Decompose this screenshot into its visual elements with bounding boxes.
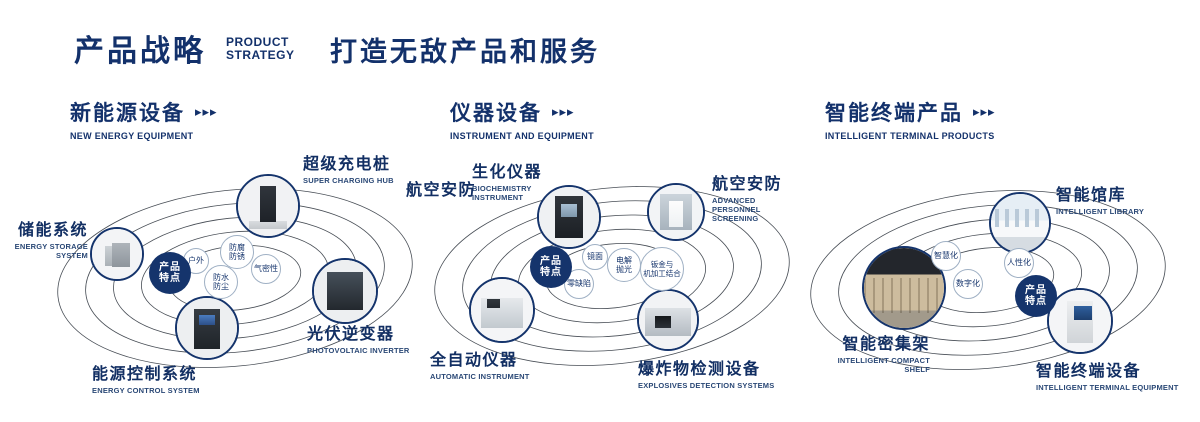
page-tagline: 打造无敌产品和服务 xyxy=(330,37,600,67)
label-personnel-screening: 航空安防 ADVANCED PERSONNEL SCREENING xyxy=(712,176,783,223)
product-circle-explosives-detection xyxy=(637,289,699,351)
feature-bubble: 防腐防锈 xyxy=(220,235,254,269)
product-circle-pv-inverter xyxy=(312,258,378,324)
product-circle-terminal-equipment xyxy=(1047,288,1113,354)
label-compact-shelf: 智能密集架 INTELLIGENT COMPACT SHELF xyxy=(837,336,930,374)
section-title: 仪器设备 xyxy=(450,102,542,125)
feature-bubble: 防水防尘 xyxy=(204,265,238,299)
product-circle-energy-storage xyxy=(90,227,144,281)
feature-bubble: 钣金与机加工结合 xyxy=(640,247,684,291)
page-title: 产品战略 xyxy=(74,35,206,68)
label-intelligent-library: 智能馆库 INTELLIGENT LIBRARY xyxy=(1056,187,1145,216)
label-aviation-security: 航空安防 xyxy=(406,182,477,199)
section-header-intelligent: 智能终端产品 ▸▸▸ INTELLIGENT TERMINAL PRODUCTS xyxy=(825,97,996,141)
triple-arrow-icon: ▸▸▸ xyxy=(973,104,996,119)
product-circle-personnel-screening xyxy=(647,183,705,241)
section-title: 智能终端产品 xyxy=(825,102,963,125)
feature-bubble: 智慧化 xyxy=(931,241,961,271)
feature-bubble: 零缺陷 xyxy=(564,269,594,299)
page-title-en-line1: PRODUCT xyxy=(226,35,289,49)
explosives-detection-photo xyxy=(639,291,697,349)
biochemistry-photo xyxy=(539,187,599,247)
label-super-charger: 超级充电桩 SUPER CHARGING HUB xyxy=(303,156,394,185)
section-header-instrument: 仪器设备 ▸▸▸ INSTRUMENT AND EQUIPMENT xyxy=(450,97,594,141)
features-badge: 产品特点 xyxy=(1015,275,1057,317)
energy-control-photo xyxy=(177,298,237,358)
intelligent-library-photo xyxy=(991,194,1049,252)
super-charger-photo xyxy=(238,176,298,236)
label-automatic-instrument: 全自动仪器 AUTOMATIC INSTRUMENT xyxy=(430,352,530,381)
compact-shelf-photo xyxy=(864,248,944,328)
orbit-rings-instrument xyxy=(434,186,790,366)
feature-bubble: 气密性 xyxy=(251,254,281,284)
label-pv-inverter: 光伏逆变器 PHOTOVOLTAIC INVERTER xyxy=(307,326,410,355)
product-circle-intelligent-library xyxy=(989,192,1051,254)
section-subtitle: NEW ENERGY EQUIPMENT xyxy=(70,131,194,141)
label-explosives-detection: 爆炸物检测设备 EXPLOSIVES DETECTION SYSTEMS xyxy=(638,361,775,390)
feature-bubble: 电解抛光 xyxy=(607,248,641,282)
page-title-en: PRODUCT STRATEGY xyxy=(226,36,294,62)
product-circle-biochemistry xyxy=(537,185,601,249)
feature-bubble: 人性化 xyxy=(1004,248,1034,278)
product-circle-automatic-instrument xyxy=(469,277,535,343)
label-biochemistry: 生化仪器 BIOCHEMISTRY INSTRUMENT xyxy=(472,164,543,202)
triple-arrow-icon: ▸▸▸ xyxy=(552,104,575,119)
section-title: 新能源设备 xyxy=(70,102,185,125)
feature-bubble: 数字化 xyxy=(953,269,983,299)
label-energy-storage: 储能系统 ENERGY STORAGE SYSTEM xyxy=(14,222,88,260)
label-energy-control: 能源控制系统 ENERGY CONTROL SYSTEM xyxy=(92,366,200,395)
features-badge: 产品特点 xyxy=(530,246,572,288)
triple-arrow-icon: ▸▸▸ xyxy=(195,104,218,119)
section-header-new-energy: 新能源设备 ▸▸▸ NEW ENERGY EQUIPMENT xyxy=(70,97,218,141)
automatic-instrument-photo xyxy=(471,279,533,341)
pv-inverter-photo xyxy=(314,260,376,322)
feature-bubble: 镜面 xyxy=(582,244,608,270)
page-title-en-line2: STRATEGY xyxy=(226,48,295,62)
label-terminal-equipment: 智能终端设备 INTELLIGENT TERMINAL EQUIPMENT xyxy=(1036,363,1179,392)
energy-storage-photo xyxy=(92,229,142,279)
product-circle-super-charger xyxy=(236,174,300,238)
terminal-equipment-photo xyxy=(1049,290,1111,352)
features-badge: 产品特点 xyxy=(149,252,191,294)
section-subtitle: INSTRUMENT AND EQUIPMENT xyxy=(450,131,594,141)
section-subtitle: INTELLIGENT TERMINAL PRODUCTS xyxy=(825,131,995,141)
product-circle-energy-control xyxy=(175,296,239,360)
personnel-screening-photo xyxy=(649,185,703,239)
orbit-rings-intelligent xyxy=(810,190,1166,370)
